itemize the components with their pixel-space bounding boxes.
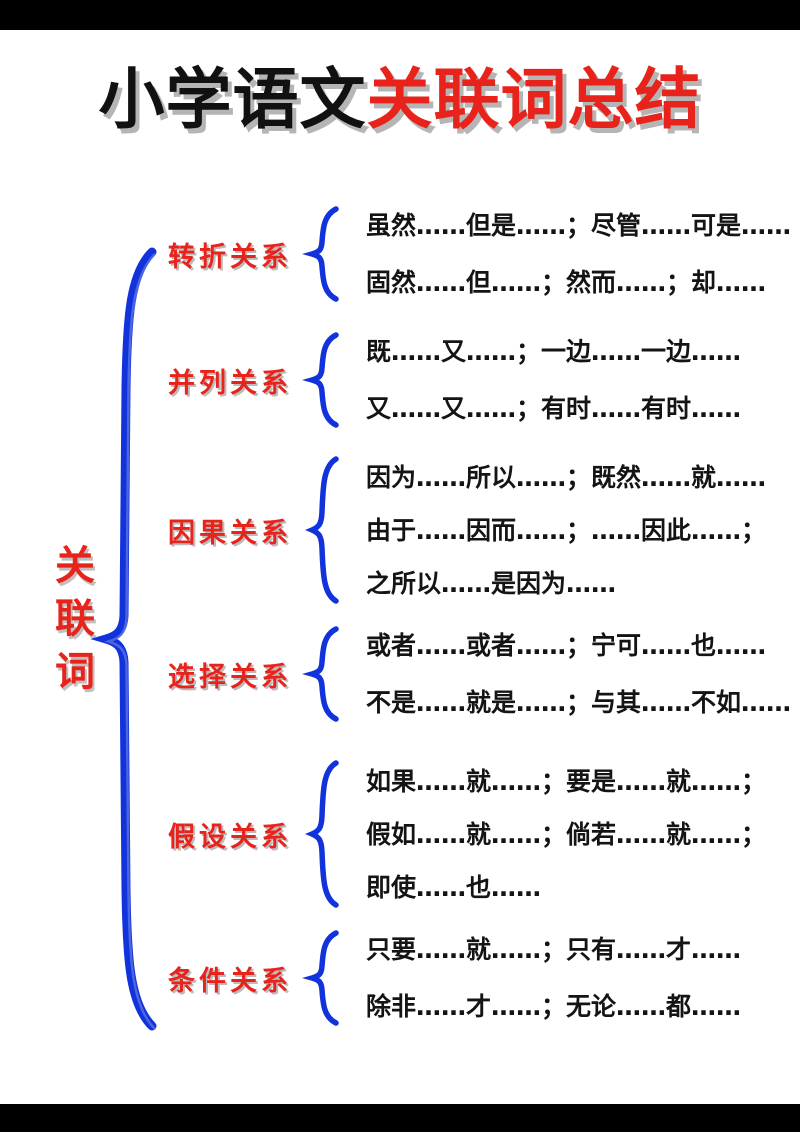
category-row-2: 并列关系 既……又……；一边……一边…… 又……又……；有时……有时…… <box>150 334 800 426</box>
list-item: 只要……就……；只有……才…… <box>366 935 742 964</box>
list-item: 或者……或者……；宁可……也…… <box>366 631 767 660</box>
category-row-4: 选择关系 或者……或者……；宁可……也…… 不是……就是……；与其……不如…… <box>150 628 800 720</box>
category-row-1: 转折关系 虽然……但是……；尽管……可是…… 固然……但……；然而……；却…… <box>150 208 800 300</box>
list-item: 由于……因而……；……因此……； <box>366 515 767 545</box>
root-label-char-3: 词 <box>55 647 95 695</box>
list-item: 除非……才……；无论……都…… <box>366 992 742 1021</box>
page-title: 小学语文关联词总结 <box>0 60 800 138</box>
list-item: 固然……但……；然而……；却…… <box>366 268 767 297</box>
list-item: 不是……就是……；与其……不如…… <box>366 688 792 717</box>
top-border-band <box>0 0 800 30</box>
category-label-4: 选择关系 <box>168 661 292 693</box>
category-label-3: 因果关系 <box>168 517 292 549</box>
list-item: 之所以……是因为…… <box>366 568 617 598</box>
bottom-border-band <box>0 1104 800 1132</box>
category-label-2: 并列关系 <box>168 367 292 399</box>
category-row-3: 因果关系 因为……所以……；既然……就…… 由于……因而……；……因此……； 之… <box>150 458 800 602</box>
category-row-6: 条件关系 只要……就……；只有……才…… 除非……才……；无论……都…… <box>150 932 800 1024</box>
title-black-part: 小学语文 <box>98 60 367 138</box>
list-item: 既……又……；一边……一边…… <box>366 337 742 366</box>
category-items-6: 只要……就……；只有……才…… 除非……才……；无论……都…… <box>310 921 800 1035</box>
category-items-5: 如果……就……；要是……就……； 假如……就……；倘若……就……； 即使……也…… <box>310 755 800 914</box>
category-items-3: 因为……所以……；既然……就…… 由于……因而……；……因此……； 之所以……是… <box>310 451 800 610</box>
category-items-1: 虽然……但是……；尽管……可是…… 固然……但……；然而……；却…… <box>310 197 800 311</box>
category-label-5: 假设关系 <box>168 821 292 853</box>
category-items-2: 既……又……；一边……一边…… 又……又……；有时……有时…… <box>310 323 800 437</box>
list-item: 因为……所以……；既然……就…… <box>366 462 767 492</box>
category-label-1: 转折关系 <box>168 241 292 273</box>
category-row-5: 假设关系 如果……就……；要是……就……； 假如……就……；倘若……就……； 即… <box>150 762 800 906</box>
list-item: 又……又……；有时……有时…… <box>366 394 742 423</box>
list-item: 虽然……但是……；尽管……可是…… <box>366 211 792 240</box>
category-items-4: 或者……或者……；宁可……也…… 不是……就是……；与其……不如…… <box>310 617 800 731</box>
list-item: 假如……就……；倘若……就……； <box>366 819 767 849</box>
list-item: 如果……就……；要是……就……； <box>366 766 767 796</box>
category-label-6: 条件关系 <box>168 965 292 997</box>
title-red-part: 关联词总结 <box>366 60 702 138</box>
root-label: 关 联 词 <box>44 540 106 698</box>
list-item: 即使……也…… <box>366 872 542 902</box>
root-label-char-2: 联 <box>55 594 95 642</box>
root-label-char-1: 关 <box>55 542 95 589</box>
